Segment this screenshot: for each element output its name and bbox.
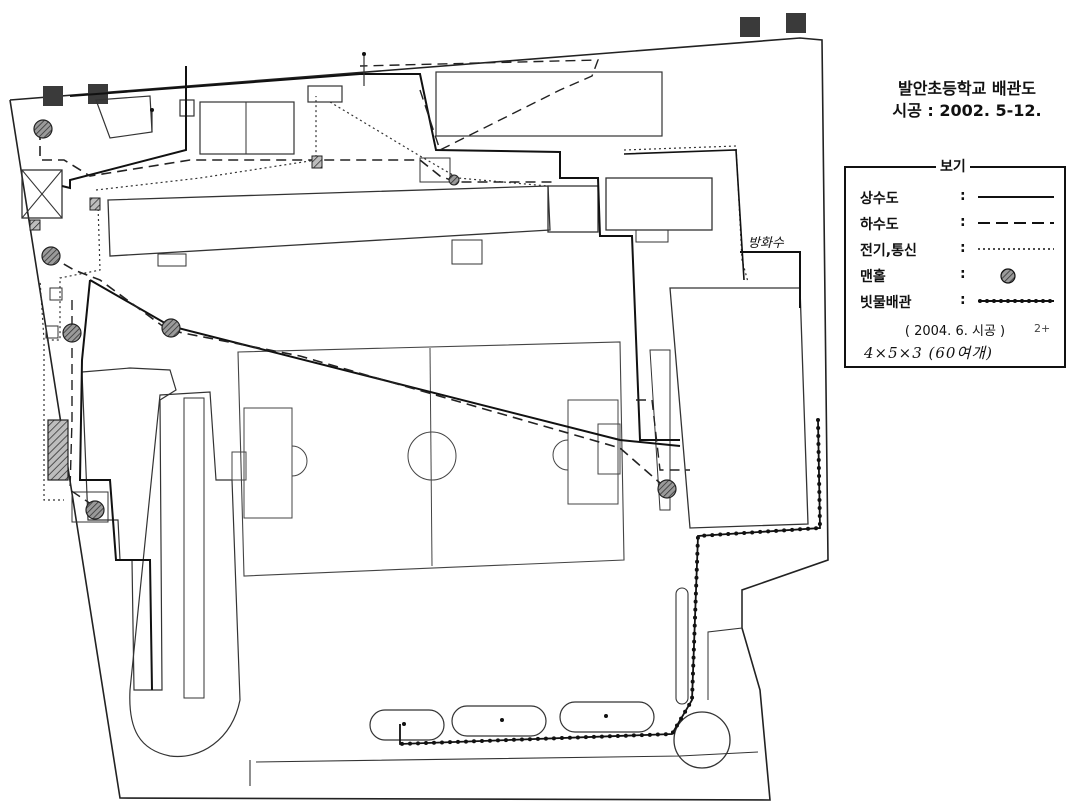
sewer-pipe bbox=[636, 399, 690, 471]
manhole bbox=[85, 500, 105, 520]
title-line-1: 발안초등학교 배관도 bbox=[897, 79, 1037, 98]
electric-line bbox=[39, 203, 101, 341]
legend-colon: : bbox=[960, 266, 966, 282]
building bbox=[669, 287, 809, 529]
sewer-pipe bbox=[69, 300, 101, 511]
manhole bbox=[41, 246, 61, 266]
pill-shape bbox=[451, 705, 547, 737]
dashed-line-icon bbox=[978, 222, 1054, 224]
legend-row-sewer: 하수도 : bbox=[860, 212, 1060, 234]
dotted-line-icon bbox=[978, 248, 1054, 250]
legend-heading: 보기 bbox=[936, 156, 970, 176]
site-boundary bbox=[9, 37, 829, 801]
margin-scribble: 2+ bbox=[1034, 322, 1051, 335]
building bbox=[107, 185, 551, 257]
title-line-2: 시공 : 2002. 5-12. bbox=[892, 101, 1042, 120]
solid-line-icon bbox=[978, 196, 1054, 198]
legend-colon: : bbox=[960, 188, 966, 204]
beaded-line-icon bbox=[978, 299, 1056, 303]
legend-label: 상수도 bbox=[860, 191, 899, 207]
building bbox=[129, 391, 241, 758]
sewer-pipe bbox=[39, 130, 552, 183]
manhole bbox=[657, 479, 677, 499]
drawing-title: 발안초등학교 배관도 시공 : 2002. 5-12. bbox=[872, 78, 1062, 122]
legend-label: 전기,통신 bbox=[860, 243, 917, 259]
sewer-pipe bbox=[359, 59, 600, 151]
playground bbox=[237, 341, 625, 577]
legend-colon: : bbox=[960, 214, 966, 230]
manhole bbox=[448, 174, 460, 186]
legend-colon: : bbox=[960, 292, 966, 308]
pill-shape bbox=[559, 701, 655, 733]
legend-label: 하수도 bbox=[860, 217, 899, 233]
manhole bbox=[62, 323, 82, 343]
electric-line bbox=[329, 101, 549, 187]
building bbox=[435, 71, 663, 137]
legend-colon: : bbox=[960, 240, 966, 256]
building bbox=[307, 85, 343, 103]
water-pipe bbox=[69, 73, 680, 441]
water-pipe bbox=[61, 66, 187, 190]
electric-line bbox=[95, 96, 317, 191]
legend-handwritten-note: 4×5×3 (60여개) bbox=[864, 344, 993, 362]
building bbox=[199, 101, 295, 155]
handwritten-label: 방화수 bbox=[748, 236, 784, 251]
rainwater-pipe bbox=[623, 149, 745, 281]
pill-shape bbox=[369, 709, 445, 741]
rainwater-pipe bbox=[399, 419, 821, 745]
legend-row-electric: 전기,통신 : bbox=[860, 238, 1060, 260]
marker-square bbox=[786, 13, 806, 33]
hatched-box bbox=[29, 219, 41, 231]
hatched-box bbox=[89, 197, 101, 211]
legend-row-water: 상수도 : bbox=[860, 186, 1060, 208]
legend-row-rainwater: 빗물배관 : bbox=[860, 290, 1060, 312]
marker-square bbox=[43, 86, 63, 106]
manhole bbox=[33, 119, 53, 139]
water-pipe bbox=[740, 251, 801, 308]
round-feature bbox=[673, 711, 731, 769]
water-pipe bbox=[78, 279, 153, 691]
water-pipe bbox=[89, 279, 681, 447]
electric-line bbox=[623, 145, 749, 283]
hatched-block bbox=[47, 419, 69, 481]
manhole-icon bbox=[1000, 268, 1016, 284]
legend-label: 맨홀 bbox=[860, 269, 886, 285]
legend-note: ( 2004. 6. 시공 ) bbox=[904, 324, 1006, 339]
hatched-box bbox=[311, 155, 323, 169]
marker-square bbox=[740, 17, 760, 37]
legend-box: 보기 상수도 : 하수도 : 전기,통신 : 맨홀 : 빗물배관 : ( 200… bbox=[844, 156, 1066, 368]
electric-line bbox=[43, 344, 64, 501]
rainwater-pipe bbox=[398, 418, 823, 746]
manhole bbox=[161, 318, 181, 338]
center-circle bbox=[407, 431, 457, 481]
legend-label: 빗물배관 bbox=[860, 295, 912, 311]
legend-row-manhole: 맨홀 : bbox=[860, 264, 1060, 286]
